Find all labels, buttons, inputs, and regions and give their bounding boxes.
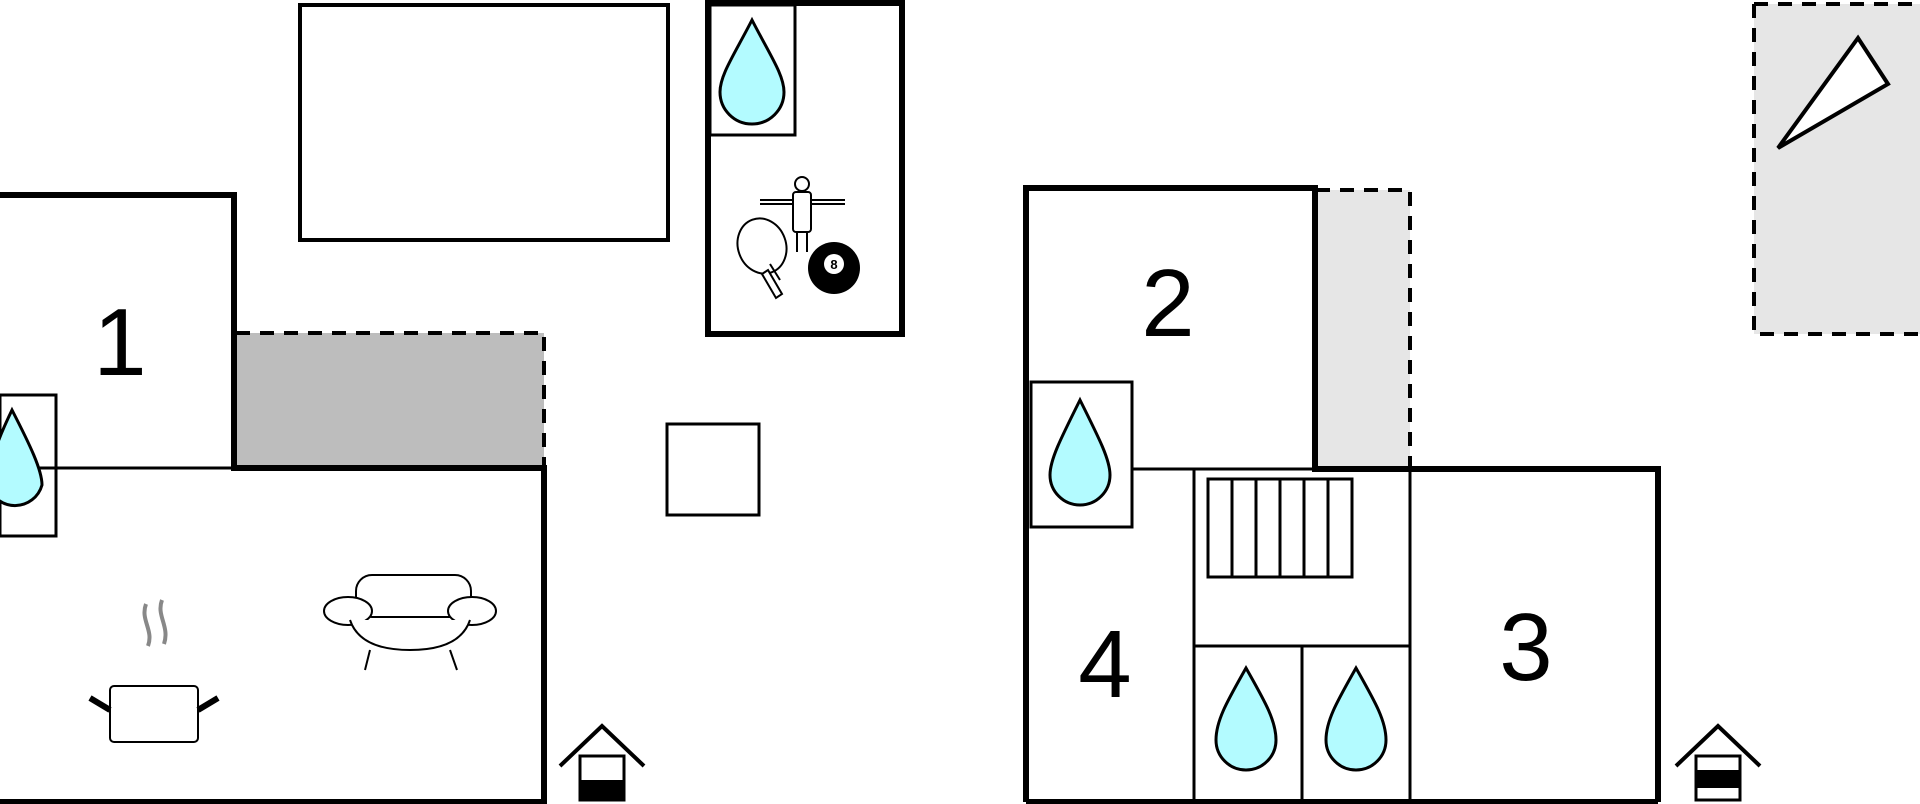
room-number-4: 4 [1078, 611, 1131, 718]
pool-icon [298, 3, 670, 242]
terrace-left-dashed-edge [236, 331, 546, 468]
room-number-3: 3 [1499, 594, 1552, 701]
terrace-right [1316, 190, 1410, 470]
north-arrow-area [1754, 4, 1920, 334]
cooking-pot-icon [88, 599, 220, 743]
billiard-ball-label: 8 [830, 257, 837, 272]
water-drop-icon [0, 406, 44, 508]
entrance-icon [558, 723, 646, 802]
building-right: 2 4 3 [1023, 185, 1661, 804]
north-arrow-icon [1776, 34, 1891, 150]
room-number-2: 2 [1141, 250, 1194, 357]
table-tennis-icon [736, 217, 788, 300]
water-drop-icon [718, 16, 786, 126]
sofa-icon [323, 574, 497, 671]
billiard-ball-icon: 8 [808, 242, 860, 294]
water-drop-icon [1048, 396, 1112, 507]
building-left: 1 [0, 192, 547, 804]
table-football-icon [760, 176, 845, 252]
terrace-right-dashed-edge [1316, 188, 1412, 470]
water-drop-icon [1324, 664, 1388, 772]
room-number-1: 1 [93, 289, 146, 396]
entrance-icon [1674, 723, 1762, 802]
water-drop-icon [1214, 664, 1278, 772]
small-pool-icon [665, 422, 761, 517]
terrace-left [236, 333, 544, 468]
game-room: 8 [705, 0, 905, 337]
stairs-icon [1206, 477, 1354, 579]
